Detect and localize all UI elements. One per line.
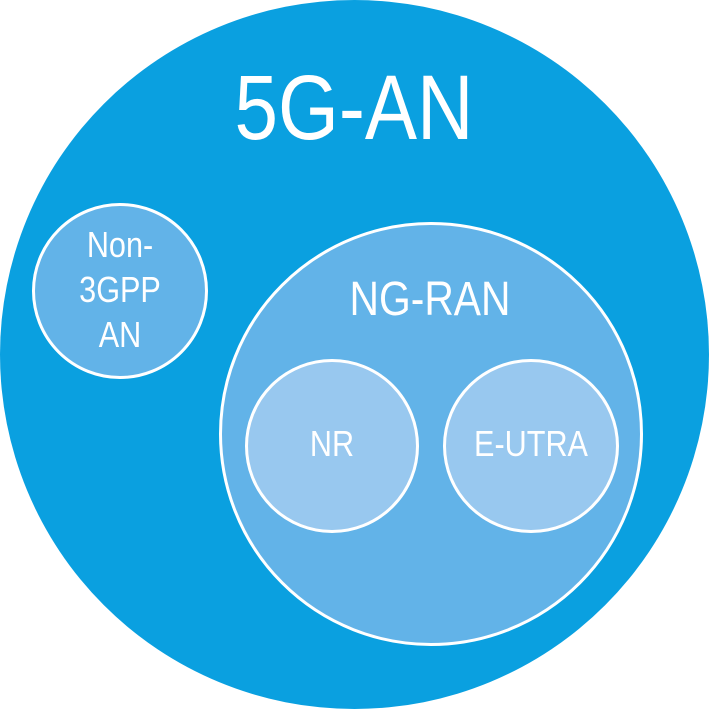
- e-utra-label: E-UTRA: [474, 423, 588, 464]
- non-3gpp-an-circle: [32, 203, 208, 379]
- nr-circle: [245, 359, 419, 533]
- non-3gpp-an-label: Non- 3GPP AN: [79, 224, 161, 355]
- 5g-an-label: 5G-AN: [234, 57, 474, 159]
- nr-label: NR: [309, 423, 355, 464]
- ng-ran-label: NG-RAN: [349, 273, 511, 326]
- e-utra-circle: [443, 359, 619, 533]
